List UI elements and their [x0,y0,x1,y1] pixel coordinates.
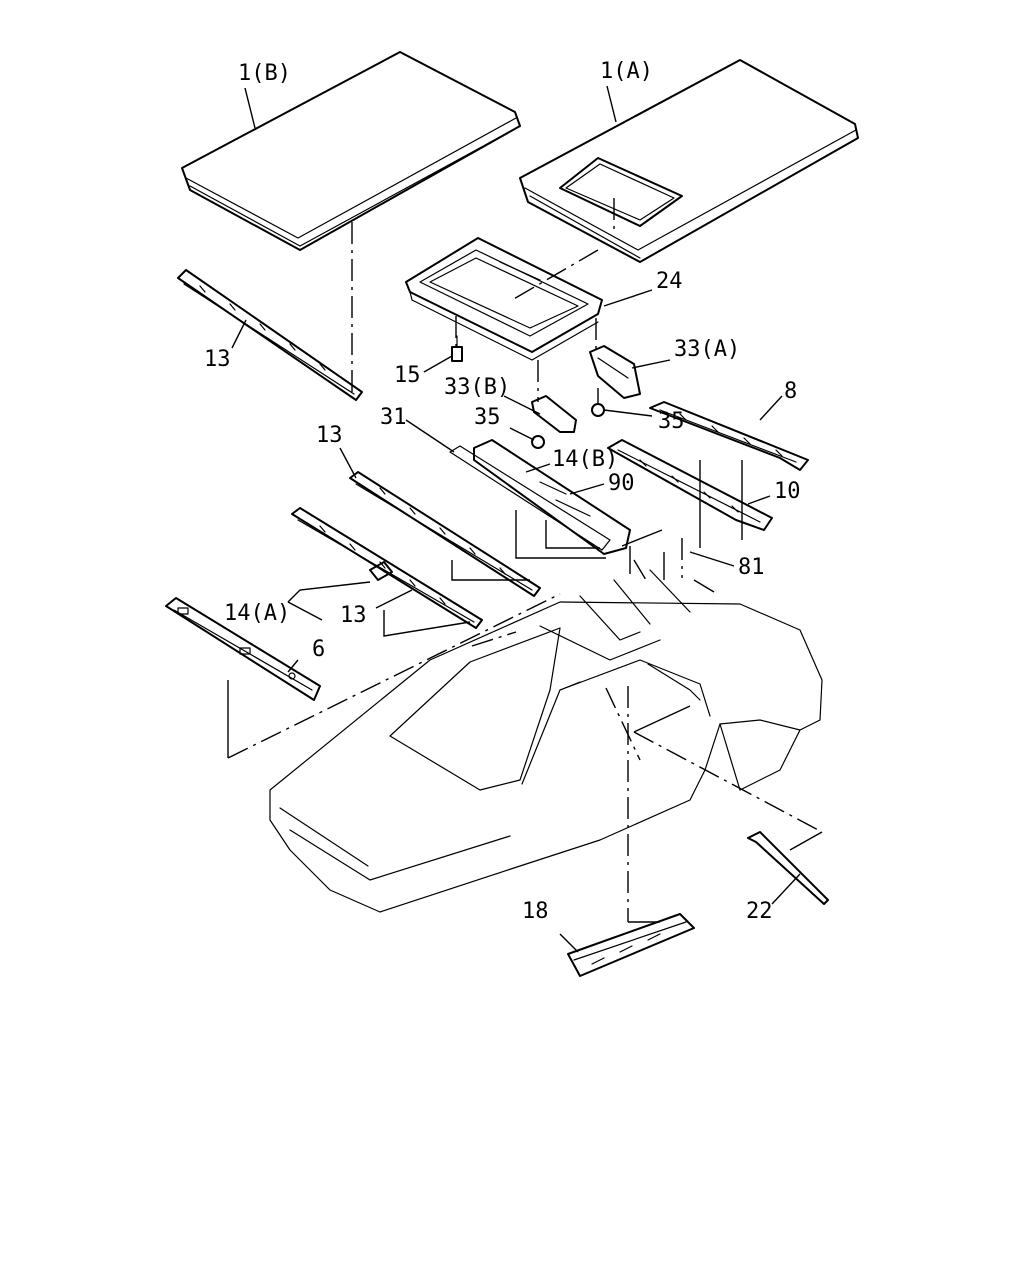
label-reinforcement-14a: 14(A) [224,601,290,626]
label-weatherstrip-22: 22 [746,899,773,924]
label-sunroof-frame-24: 24 [656,269,683,294]
roof-rail-10 [607,439,773,531]
label-nut-35-right: 35 [658,409,685,434]
label-nut-35-left: 35 [474,405,501,430]
nut-35-left [531,435,545,449]
roof-rail-8 [649,401,809,471]
bracket-33b [531,395,577,433]
label-trim-part-18: 18 [522,899,549,924]
label-bracket-33a: 33(A) [674,337,740,362]
label-part-90: 90 [608,471,635,496]
roof-bow-13-lower [291,507,483,629]
label-roof-bow-13-lower: 13 [340,603,367,628]
label-roof-rail-8: 8 [784,379,797,404]
weatherstrip-22 [747,831,829,905]
label-roof-panel-1b: 1(B) [238,61,291,86]
label-roof-bow-13-upper: 13 [204,347,231,372]
leader-lines [227,85,823,953]
label-bracket-33b: 33(B) [444,375,510,400]
nut-35-right [591,403,605,417]
front-header-6 [165,597,321,701]
roof-bow-13-middle [349,471,541,597]
bracket-33a [589,345,641,399]
reinforcement-14b [449,439,631,555]
label-reinforcement-14b: 14(B) [552,447,618,472]
trim-part-18 [567,913,695,977]
vehicle-body-outline [269,569,823,913]
label-part-31: 31 [380,405,407,430]
bolt-15 [451,335,463,362]
roof-panel-1b [181,51,521,251]
assembly-guide-lines [227,198,823,922]
label-front-header-6: 6 [312,637,325,662]
label-bolt-81: 81 [738,555,765,580]
part-labels: 1(B) 1(A) 24 13 15 33(A) 33(B) 35 35 8 3… [204,59,801,924]
label-roof-bow-13-middle: 13 [316,423,343,448]
roof-bow-13-upper [177,269,363,401]
label-roof-rail-10: 10 [774,479,801,504]
roof-panel-1a [519,59,859,263]
label-roof-panel-1a: 1(A) [600,59,653,84]
sunroof-frame-24 [405,237,603,361]
label-bolt-15: 15 [394,363,421,388]
